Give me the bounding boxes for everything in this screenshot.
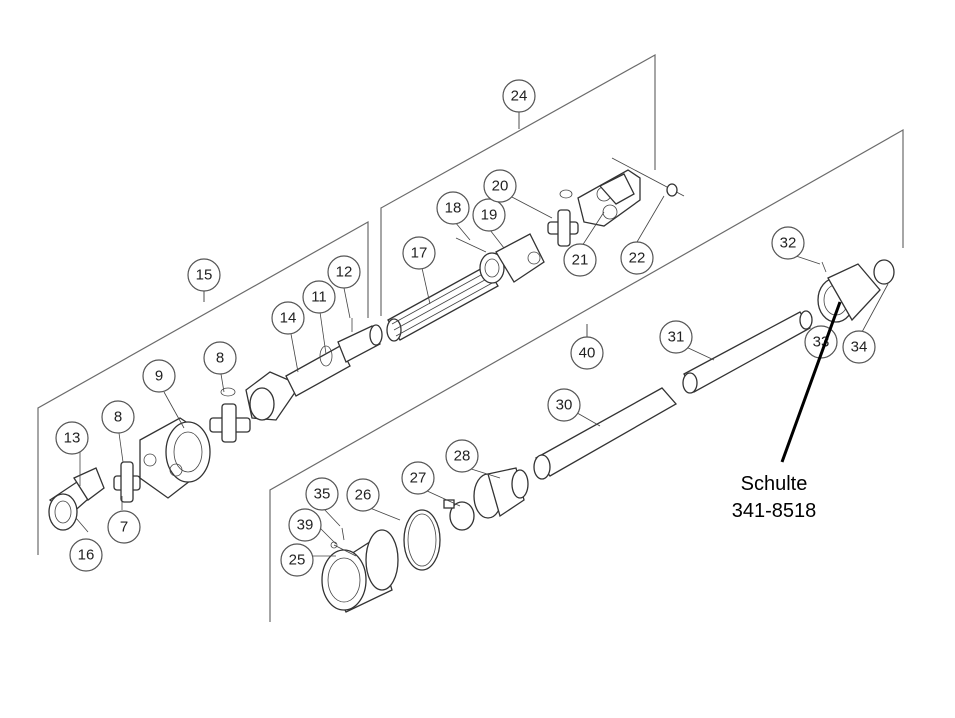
- part-label-32: 32: [780, 235, 797, 252]
- part-bubble-14: 14: [271, 301, 305, 335]
- part-bubble-17: 17: [402, 236, 436, 270]
- part-label-12: 12: [336, 264, 353, 281]
- part-bubble-12: 12: [327, 255, 361, 289]
- part-label-15: 15: [196, 267, 213, 284]
- part-bubble-13: 13: [55, 421, 89, 455]
- part-label-8-lower: 8: [114, 409, 122, 426]
- part-bubble-39: 39: [288, 508, 322, 542]
- part-bubble-22: 22: [620, 241, 654, 275]
- part-label-25: 25: [289, 552, 306, 569]
- part-bubble-31: 31: [659, 320, 693, 354]
- callout-line-1: Schulte: [741, 473, 808, 495]
- part-label-9: 9: [155, 368, 163, 385]
- part-bubble-19: 19: [472, 198, 506, 232]
- part-bubble-8-upper: 8: [203, 341, 237, 375]
- callout-leader-line: [780, 301, 842, 463]
- part-label-31: 31: [668, 329, 685, 346]
- part-bubble-16: 16: [69, 538, 103, 572]
- part-label-22: 22: [629, 250, 646, 267]
- part-drawings: [48, 157, 895, 613]
- part-bubble-27: 27: [401, 461, 435, 495]
- part-label-26: 26: [355, 487, 372, 504]
- part-label-14: 14: [280, 310, 297, 327]
- callout-line-2: 341-8518: [732, 500, 817, 522]
- part-bubble-28: 28: [445, 439, 479, 473]
- part-label-19: 19: [481, 207, 498, 224]
- part-bubble-25: 25: [280, 543, 314, 577]
- part-bubble-32: 32: [771, 226, 805, 260]
- part-bubble-24: 24: [502, 79, 536, 113]
- part-label-30: 30: [556, 397, 573, 414]
- part-label-8-upper: 8: [216, 350, 224, 367]
- part-label-27: 27: [410, 470, 427, 487]
- part-label-20: 20: [492, 178, 509, 195]
- part-bubble-26: 26: [346, 478, 380, 512]
- part-label-28: 28: [454, 448, 471, 465]
- part-label-21: 21: [572, 252, 589, 269]
- part-label-17: 17: [411, 245, 428, 262]
- part-label-35: 35: [314, 486, 331, 503]
- part-label-34: 34: [851, 339, 868, 356]
- part-label-16: 16: [78, 547, 95, 564]
- bubble-leaders: [75, 195, 889, 557]
- part-bubble-21: 21: [563, 243, 597, 277]
- part-bubble-30: 30: [547, 388, 581, 422]
- part-bubble-11: 11: [302, 280, 336, 314]
- part-label-11: 11: [311, 289, 327, 306]
- part-label-7: 7: [120, 519, 128, 536]
- part-bubble-15: 15: [187, 258, 221, 292]
- part-bubble-34: 34: [842, 330, 876, 364]
- part-bubble-7: 7: [107, 510, 141, 544]
- part-label-18: 18: [445, 200, 462, 217]
- part-bubble-40: 40: [570, 336, 604, 370]
- part-label-39: 39: [297, 517, 314, 534]
- part-label-24: 24: [511, 88, 528, 105]
- schulte-callout: Schulte 341-8518: [732, 301, 842, 522]
- part-label-13: 13: [64, 430, 81, 447]
- group-boundaries: [37, 53, 904, 622]
- part-label-40: 40: [579, 345, 596, 362]
- part-bubble-9: 9: [142, 359, 176, 393]
- part-bubble-8-lower: 8: [101, 400, 135, 434]
- part-bubble-18: 18: [436, 191, 470, 225]
- part-bubble-20: 20: [483, 169, 517, 203]
- part-bubble-35: 35: [305, 477, 339, 511]
